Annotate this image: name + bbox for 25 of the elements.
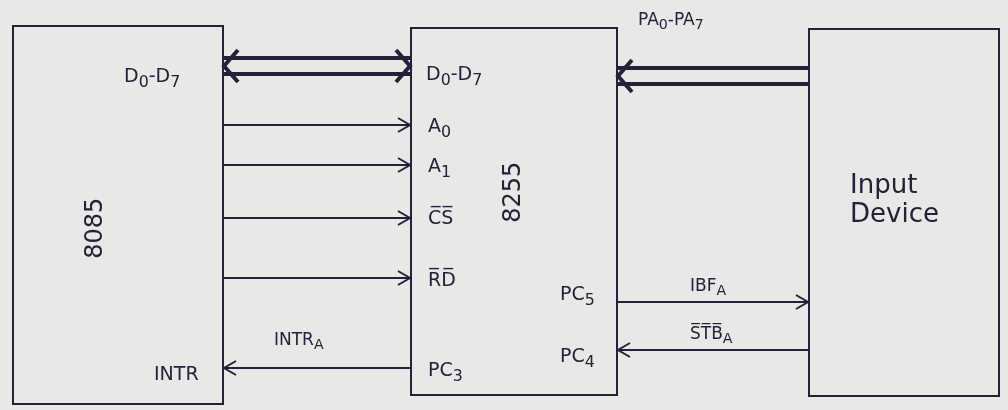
- arrow: [223, 360, 411, 376]
- pin-label: INTR: [154, 363, 199, 384]
- arrow: [223, 117, 411, 133]
- chip-block: [410, 27, 618, 396]
- chip-block: [12, 25, 224, 405]
- block-label: Input Device: [850, 170, 940, 228]
- arrow: [223, 270, 411, 286]
- pin-label: PC$_{3}$: [428, 359, 463, 385]
- chip-block: [808, 28, 1000, 397]
- arrow: [223, 210, 411, 226]
- pin-label: A$_{1}$: [428, 155, 452, 181]
- pin-label: R̅D̅: [428, 269, 456, 290]
- arrow: [617, 294, 809, 310]
- pin-label: D$_{0}$-D$_{7}$: [124, 65, 181, 91]
- pin-label: PC$_{5}$: [560, 283, 595, 309]
- pin-label: A$_{0}$: [428, 115, 452, 141]
- chip-name: 8085: [81, 197, 108, 259]
- bus-arrow: [615, 58, 810, 94]
- arrow: [223, 157, 411, 173]
- pin-label: PC$_{4}$: [560, 345, 595, 371]
- chip-name: 8255: [499, 161, 526, 223]
- pin-label: C̅S̅: [428, 207, 454, 228]
- arrow: [617, 342, 809, 358]
- bus-arrow: [221, 48, 413, 84]
- pin-label: D$_{0}$-D$_{7}$: [426, 63, 483, 89]
